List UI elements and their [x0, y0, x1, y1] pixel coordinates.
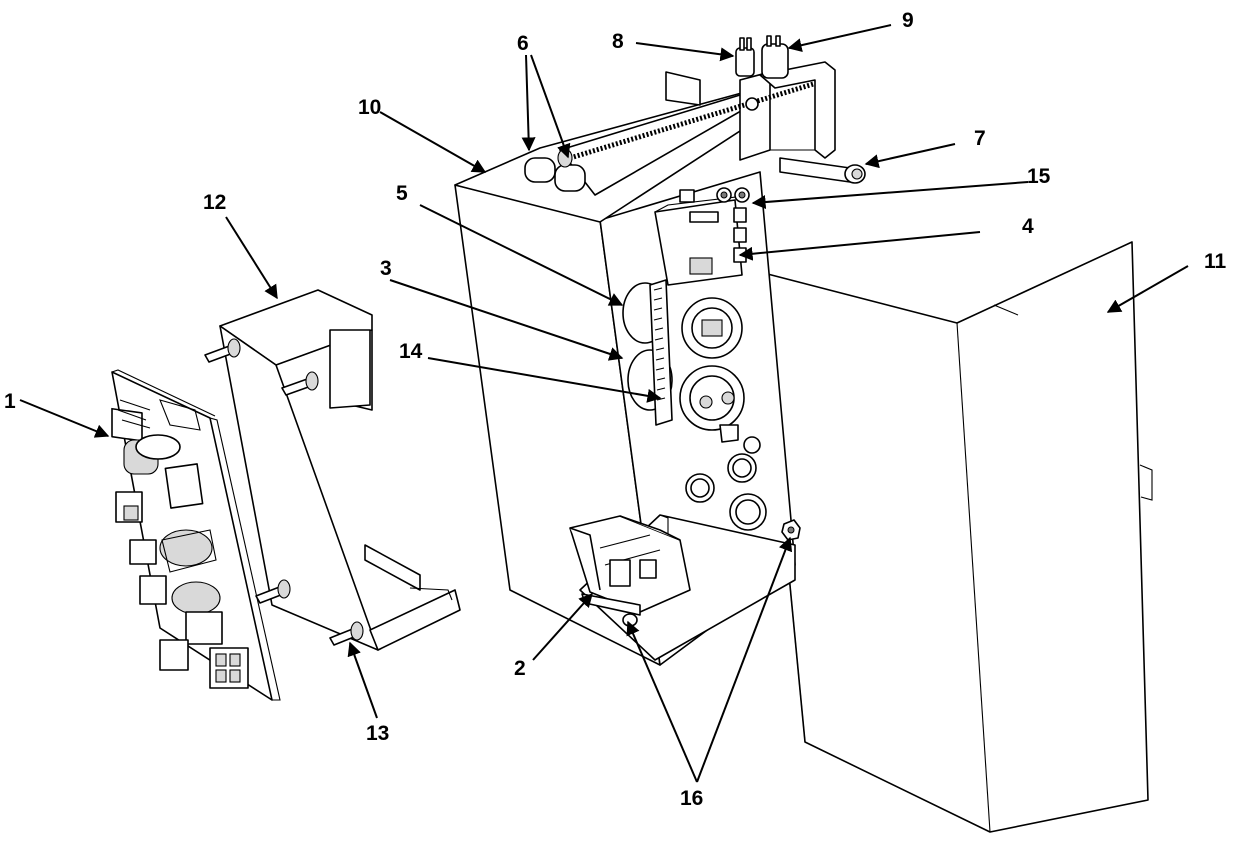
mounting-screw	[329, 621, 364, 646]
terminal-block	[569, 515, 691, 616]
callout-labels: 1 2 3 4 5 6 7 8 9 10 11 12 13 14 15 16	[4, 9, 1227, 810]
mounting-screw	[204, 338, 241, 363]
pressure-switch	[761, 35, 789, 79]
control-board	[111, 369, 281, 701]
relay	[654, 189, 747, 286]
callout-1: 1	[4, 390, 16, 413]
leader-lines	[19, 24, 1189, 783]
callout-3: 3	[380, 257, 392, 280]
callout-4: 4	[1022, 215, 1034, 238]
callout-8: 8	[612, 30, 624, 53]
callout-12: 12	[203, 191, 226, 214]
board-mounting-bracket	[204, 289, 461, 651]
callout-11: 11	[1204, 250, 1227, 273]
solenoid-valve	[735, 37, 755, 77]
grommet-pair	[716, 187, 750, 203]
outlet-fitting	[779, 157, 866, 184]
mounting-screw	[281, 371, 319, 396]
capacitor-strap	[649, 279, 673, 426]
callout-2: 2	[514, 657, 526, 680]
capacitor-terminal	[679, 365, 745, 443]
callout-13: 13	[366, 722, 389, 745]
callout-6: 6	[517, 32, 529, 55]
top-cover	[454, 35, 866, 223]
callout-5: 5	[396, 182, 408, 205]
callout-15: 15	[1027, 165, 1051, 188]
callout-14: 14	[399, 340, 423, 363]
callout-9: 9	[902, 9, 914, 32]
callout-10: 10	[358, 96, 381, 119]
receptacle	[681, 297, 743, 359]
side-screw	[781, 519, 801, 541]
mounting-screw	[255, 579, 291, 604]
callout-7: 7	[974, 127, 986, 150]
front-cover-panel	[759, 241, 1153, 833]
callout-16: 16	[680, 787, 703, 810]
knockout-holes	[685, 436, 767, 531]
